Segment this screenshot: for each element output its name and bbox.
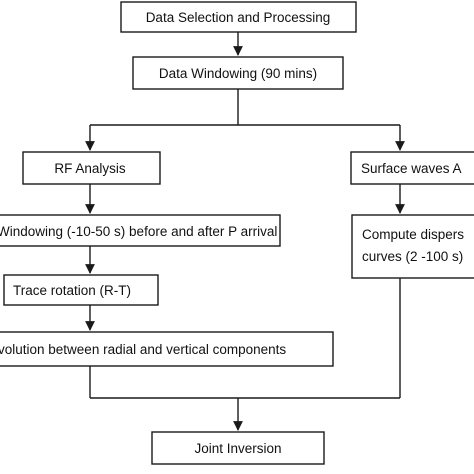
node-rf-analysis: RF Analysis xyxy=(22,151,161,185)
node-compute-dispersion-line1: Compute dispers xyxy=(362,227,464,242)
node-trace-rotation: Trace rotation (R-T) xyxy=(3,274,159,306)
node-deconvolution: volution between radial and vertical com… xyxy=(0,331,334,367)
node-compute-dispersion-line2: curves (2 -100 s) xyxy=(362,249,463,264)
node-deconvolution-label: volution between radial and vertical com… xyxy=(0,342,286,357)
node-windowing-p-label: Windowing (-10-50 s) before and after P … xyxy=(0,224,277,239)
node-trace-rotation-label: Trace rotation (R-T) xyxy=(13,283,131,298)
node-joint-inversion-label: Joint Inversion xyxy=(194,441,281,456)
node-data-selection-label: Data Selection and Processing xyxy=(146,10,331,25)
node-data-windowing-label: Data Windowing (90 mins) xyxy=(159,66,317,81)
node-windowing-p: Windowing (-10-50 s) before and after P … xyxy=(0,214,281,247)
node-surface-waves: Surface waves A xyxy=(350,151,474,185)
node-surface-waves-label: Surface waves A xyxy=(361,161,462,176)
node-data-windowing: Data Windowing (90 mins) xyxy=(132,56,344,90)
node-data-selection: Data Selection and Processing xyxy=(120,1,357,33)
node-compute-dispersion: Compute dispers curves (2 -100 s) xyxy=(351,214,474,279)
node-rf-analysis-label: RF Analysis xyxy=(54,161,126,176)
node-joint-inversion: Joint Inversion xyxy=(151,431,325,465)
